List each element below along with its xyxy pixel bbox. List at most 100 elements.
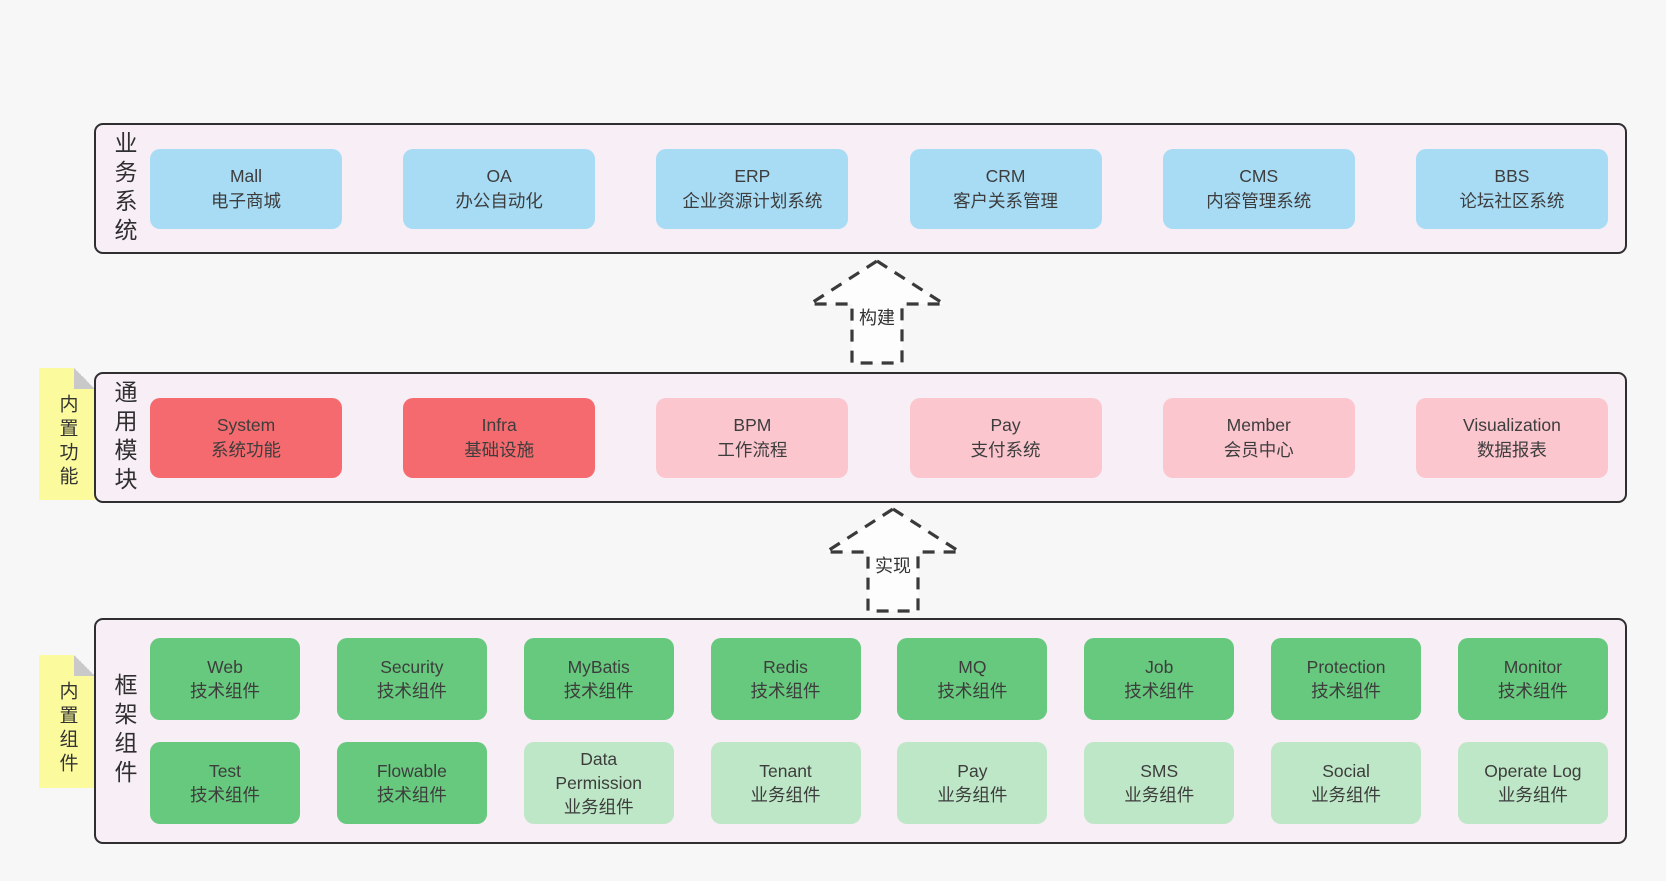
- box-subtitle: 业务组件: [1311, 785, 1382, 805]
- box-subtitle: 技术组件: [190, 785, 260, 805]
- band-framework-components: 框架组件 Web 技术组件 Security 技术组件 MyBatis 技术组件…: [94, 618, 1627, 844]
- system-box-bbs: BBS 论坛社区系统: [1415, 148, 1608, 229]
- arrow-label: 实现: [872, 552, 914, 578]
- system-box-crm: CRM 客户关系管理: [909, 148, 1102, 229]
- band-label-text: 通用模块: [111, 379, 137, 496]
- module-box-member: Member 会员中心: [1162, 397, 1355, 478]
- box-subtitle: 电子商城: [211, 190, 281, 211]
- box-subtitle: 数据报表: [1476, 439, 1547, 460]
- component-box-flowable: Flowable 技术组件: [336, 742, 487, 824]
- box-title: CRM: [985, 165, 1026, 186]
- band-label: 业务系统: [102, 125, 146, 252]
- note-text: 内置组件: [56, 681, 78, 777]
- box-subtitle: 技术组件: [1124, 681, 1195, 701]
- note-text: 内置功能: [56, 394, 78, 490]
- component-box-protection: Protection 技术组件: [1271, 638, 1422, 720]
- box-title: Protection: [1306, 657, 1386, 677]
- component-box-mq: MQ 技术组件: [897, 638, 1048, 720]
- box-title: Tenant: [759, 761, 812, 781]
- box-title: Web: [207, 657, 243, 677]
- box-subtitle: 客户关系管理: [953, 190, 1059, 211]
- component-box-pay: Pay 业务组件: [897, 742, 1048, 824]
- box-title: Job: [1145, 657, 1174, 677]
- box-title: Data Permission: [555, 749, 642, 793]
- box-subtitle: 技术组件: [376, 785, 447, 805]
- box-title: Member: [1226, 414, 1291, 435]
- box-title: ERP: [734, 165, 771, 186]
- system-box-oa: OA 办公自动化: [403, 148, 596, 229]
- box-subtitle: 业务组件: [563, 797, 634, 817]
- box-subtitle: 论坛社区系统: [1459, 190, 1565, 211]
- component-box-redis: Redis 技术组件: [710, 638, 861, 720]
- arrow-label: 构建: [856, 304, 898, 330]
- module-box-infra: Infra 基础设施: [403, 397, 596, 478]
- box-title: CMS: [1239, 165, 1279, 186]
- box-subtitle: 支付系统: [970, 439, 1041, 460]
- box-title: Pay: [990, 414, 1021, 435]
- component-box-web: Web 技术组件: [150, 638, 300, 720]
- module-box-bpm: BPM 工作流程: [656, 397, 849, 478]
- box-title: Pay: [957, 761, 988, 781]
- component-box-monitor: Monitor 技术组件: [1457, 638, 1608, 720]
- component-box-test: Test 技术组件: [150, 742, 300, 824]
- component-box-data-permission: Data Permission 业务组件: [523, 742, 674, 824]
- box-title: BPM: [733, 414, 772, 435]
- box-subtitle: 办公自动化: [455, 190, 543, 211]
- arrow-implement: 实现: [823, 506, 963, 614]
- note-fold-corner: [74, 368, 95, 389]
- box-subtitle: 技术组件: [1311, 681, 1382, 701]
- component-box-job: Job 技术组件: [1084, 638, 1235, 720]
- box-subtitle: 企业资源计划系统: [682, 190, 823, 211]
- box-title: Test: [208, 761, 242, 781]
- box-subtitle: 技术组件: [376, 681, 447, 701]
- note-fold-corner: [74, 655, 95, 676]
- arrow-build: 构建: [807, 258, 947, 366]
- box-subtitle: 技术组件: [190, 681, 260, 701]
- box-title: BBS: [1494, 165, 1530, 186]
- box-subtitle: 系统功能: [211, 439, 281, 460]
- system-box-mall: Mall 电子商城: [150, 148, 342, 229]
- box-title: Flowable: [376, 761, 447, 781]
- box-subtitle: 业务组件: [1497, 785, 1568, 805]
- sticky-note-builtin-features: 内置功能: [39, 368, 95, 500]
- band-label: 框架组件: [102, 620, 146, 842]
- band-boxes: Web 技术组件 Security 技术组件 MyBatis 技术组件 Redi…: [150, 620, 1608, 842]
- component-row-2: Test 技术组件 Flowable 技术组件 Data Permission …: [150, 742, 1608, 824]
- box-subtitle: 内容管理系统: [1206, 190, 1312, 211]
- box-title: OA: [486, 165, 512, 186]
- system-box-cms: CMS 内容管理系统: [1162, 148, 1355, 229]
- box-title: Mall: [229, 165, 263, 186]
- box-subtitle: 业务组件: [937, 785, 1008, 805]
- module-box-visualization: Visualization 数据报表: [1415, 397, 1608, 478]
- box-subtitle: 会员中心: [1223, 439, 1294, 460]
- sticky-note-builtin-components: 内置组件: [39, 655, 95, 788]
- box-title: Security: [380, 657, 444, 677]
- box-title: Social: [1322, 761, 1370, 781]
- band-label: 通用模块: [102, 374, 146, 501]
- band-label-text: 框架组件: [111, 673, 137, 789]
- box-title: Monitor: [1503, 657, 1563, 677]
- band-common-modules: 通用模块 System 系统功能 Infra 基础设施 BPM 工作流程 Pay…: [94, 372, 1627, 503]
- module-box-pay: Pay 支付系统: [909, 397, 1102, 478]
- band-boxes: Mall 电子商城 OA 办公自动化 ERP 企业资源计划系统 CRM 客户关系…: [150, 125, 1608, 252]
- box-subtitle: 基础设施: [464, 439, 535, 460]
- band-business-systems: 业务系统 Mall 电子商城 OA 办公自动化 ERP 企业资源计划系统 CRM…: [94, 123, 1627, 254]
- box-subtitle: 业务组件: [750, 785, 821, 805]
- box-title: MQ: [958, 657, 987, 677]
- component-box-social: Social 业务组件: [1271, 742, 1422, 824]
- component-row-1: Web 技术组件 Security 技术组件 MyBatis 技术组件 Redi…: [150, 638, 1608, 720]
- box-subtitle: 业务组件: [1124, 785, 1195, 805]
- box-title: System: [216, 414, 276, 435]
- component-box-tenant: Tenant 业务组件: [710, 742, 861, 824]
- component-box-sms: SMS 业务组件: [1084, 742, 1235, 824]
- component-box-mybatis: MyBatis 技术组件: [523, 638, 674, 720]
- box-title: SMS: [1140, 761, 1179, 781]
- module-box-system: System 系统功能: [150, 397, 342, 478]
- box-title: MyBatis: [567, 657, 630, 677]
- box-title: Redis: [763, 657, 808, 677]
- component-box-operate-log: Operate Log 业务组件: [1457, 742, 1608, 824]
- system-box-erp: ERP 企业资源计划系统: [656, 148, 849, 229]
- box-subtitle: 技术组件: [563, 681, 634, 701]
- box-subtitle: 工作流程: [717, 439, 788, 460]
- component-box-security: Security 技术组件: [336, 638, 487, 720]
